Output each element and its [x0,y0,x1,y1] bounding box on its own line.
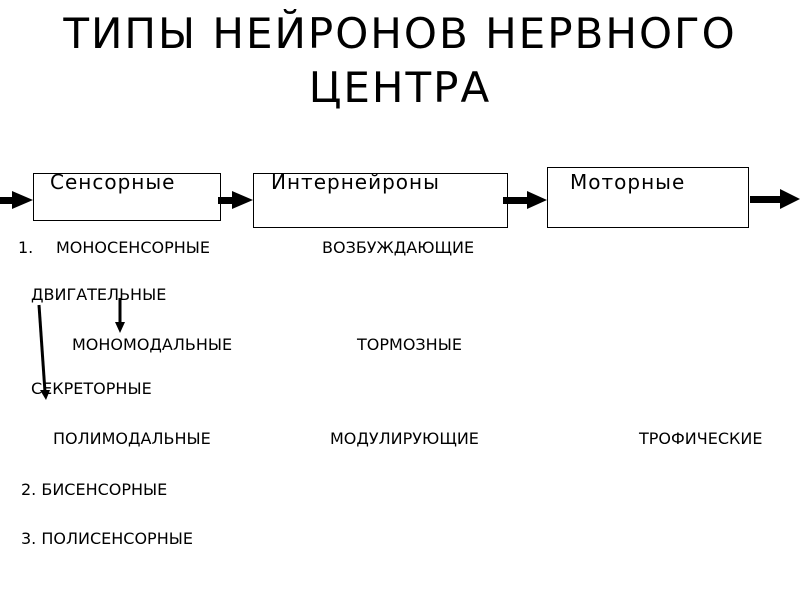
box-sensory [33,173,221,221]
trophic: ТРОФИЧЕСКИЕ [639,429,763,448]
arrow-out-of-motor-icon [750,189,800,209]
arrow-down-to-monomodal-icon [115,298,125,333]
modulating: МОДУЛИРУЮЩИЕ [330,429,479,448]
arrow-down-to-secretory-icon [37,304,50,400]
monosensory-number: 1. [18,238,34,257]
label-motor: Моторные [570,170,686,194]
title-line-1: ТИПЫ НЕЙРОНОВ НЕРВНОГО [63,9,737,58]
monosensory: МОНОСЕНСОРНЫЕ [56,238,211,257]
monomodal: МОНОМОДАЛЬНЫЕ [72,335,233,354]
bisensory: 2. БИСЕНСОРНЫЕ [21,480,168,499]
arrow-interneurons-to-motor-icon [503,191,547,209]
title-line-2: ЦЕНТРА [308,63,492,112]
inhibitory: ТОРМОЗНЫЕ [357,335,462,354]
secretory: СЕКРЕТОРНЫЕ [31,379,152,398]
arrow-into-sensory-icon [0,191,33,209]
label-sensory: Сенсорные [50,170,176,194]
polymodal: ПОЛИМОДАЛЬНЫЕ [53,429,211,448]
label-interneurons: Интернейроны [271,170,440,194]
polysensory: 3. ПОЛИСЕНСОРНЫЕ [21,529,193,548]
box-motor [547,167,749,228]
motor-type: ДВИГАТЕЛЬНЫЕ [31,285,167,304]
excitatory: ВОЗБУЖДАЮЩИЕ [322,238,475,257]
box-interneurons [253,173,508,228]
arrow-sensory-to-interneurons-icon [218,191,253,209]
